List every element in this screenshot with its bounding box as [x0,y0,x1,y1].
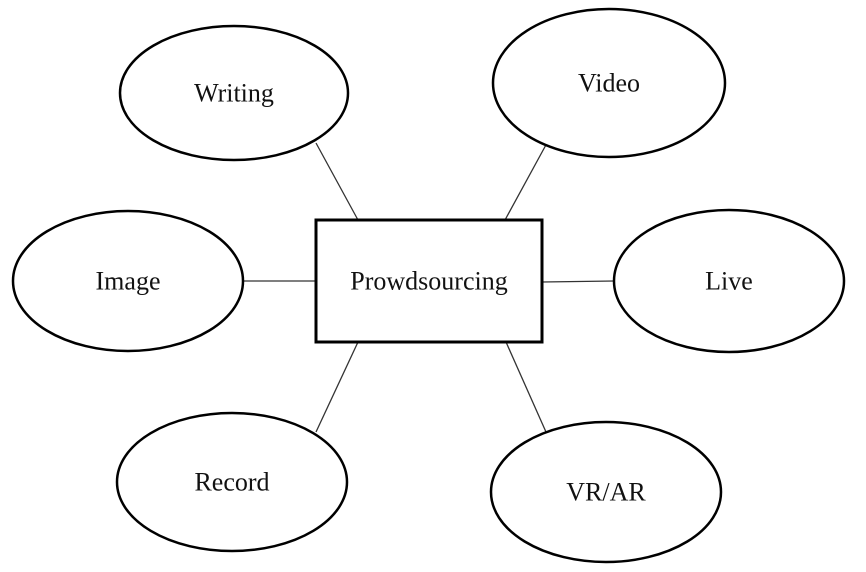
center-node-label: Prowdsourcing [350,267,507,296]
node-video-shape [491,7,727,159]
node-writing-label: Writing [194,79,274,108]
connector-video [504,142,548,221]
node-record-shape [115,411,349,553]
center-node: Prowdsourcing [314,218,544,344]
node-vrar: VR/AR [489,420,723,564]
node-live-shape [612,208,846,354]
node-video-label: Video [578,69,640,98]
node-writing: Writing [118,24,350,162]
node-live: Live [612,208,846,354]
node-image: Image [11,209,245,353]
connector-vrar [505,341,547,433]
node-writing-shape [118,24,350,162]
center-node-box [314,218,544,344]
connector-writing [315,142,359,221]
node-record: Record [115,411,349,553]
node-record-label: Record [194,468,269,497]
connector-live [541,280,615,283]
node-image-label: Image [96,267,161,296]
node-vrar-label: VR/AR [566,478,646,507]
node-live-label: Live [705,267,753,296]
connector-record [315,341,359,433]
node-video: Video [491,7,727,159]
node-image-shape [11,209,245,353]
node-vrar-shape [489,420,723,564]
